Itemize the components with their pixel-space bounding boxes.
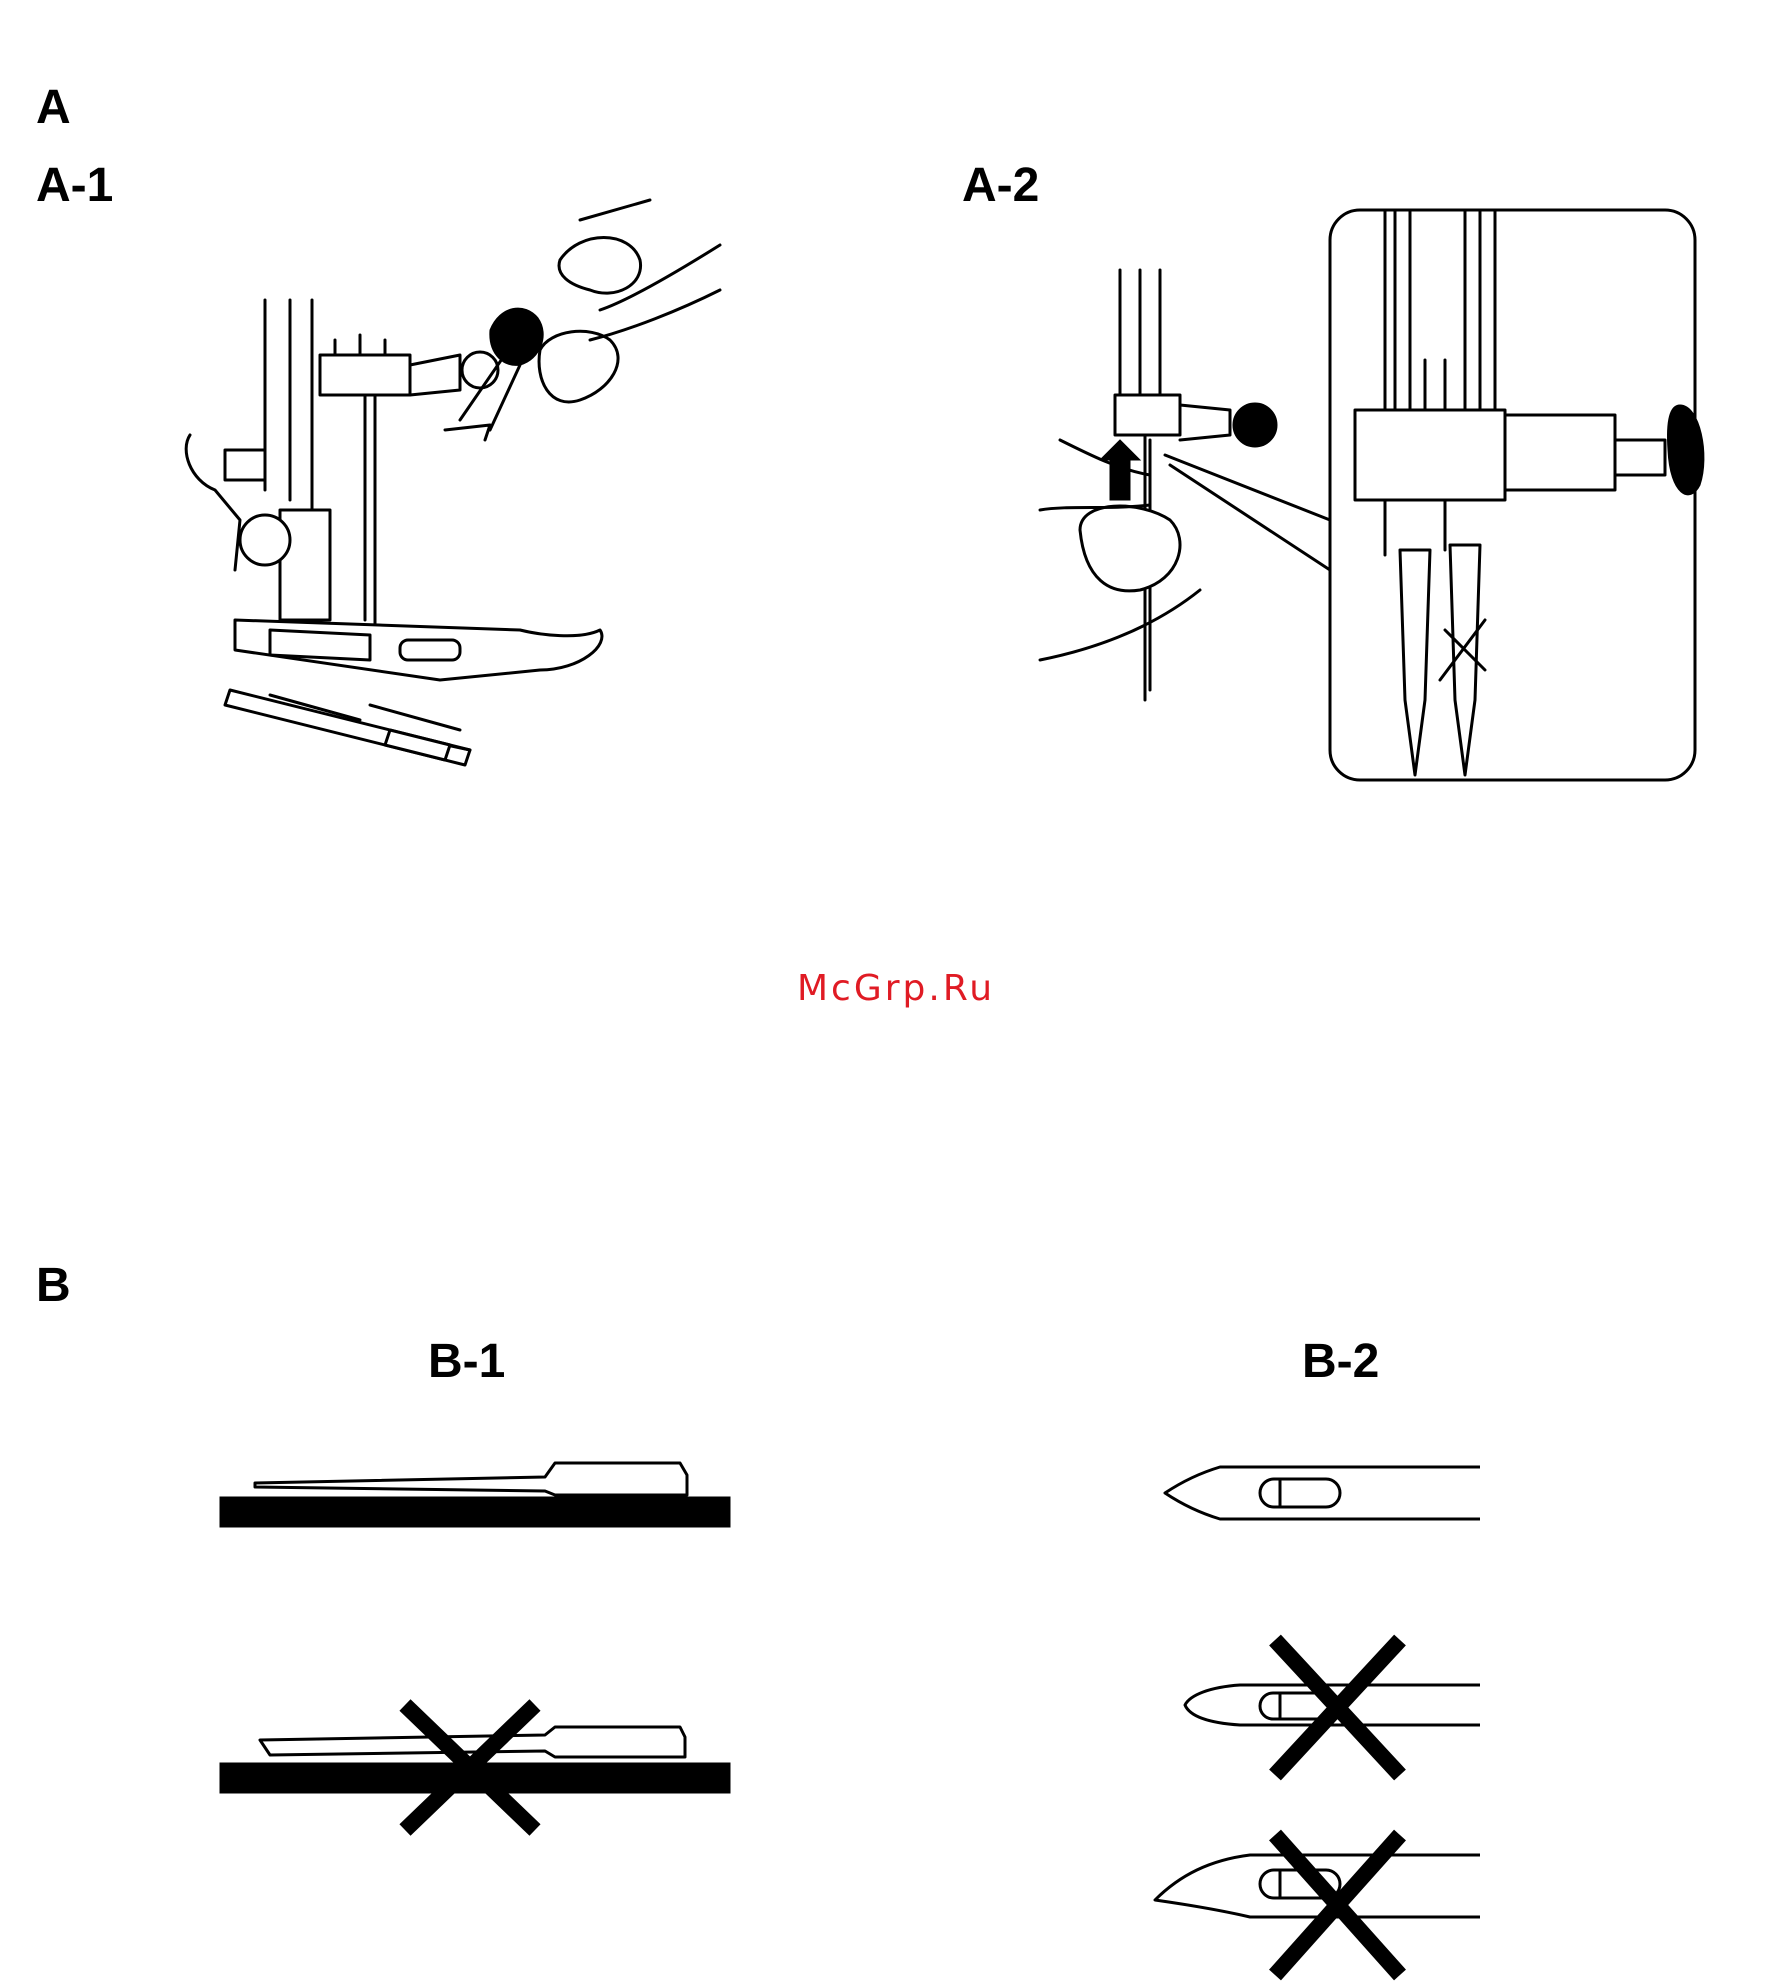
figure-a2-label: A-2 [962,162,1039,210]
needle-tip-blunt [1155,1835,1480,1975]
section-a-label: A [36,84,71,132]
section-b-label: B [36,1262,71,1310]
figure-b2-label: B-2 [1302,1338,1379,1386]
needle-correct-flat [220,1463,730,1527]
watermark-text: McGrp.Ru [0,968,1792,1009]
figure-b2-illustration [1140,1455,1480,1975]
needle-tip-bent [1185,1640,1480,1775]
figure-b1-label: B-1 [428,1338,505,1386]
needle-incorrect-flat [220,1705,730,1830]
figure-a1-label: A-1 [36,162,113,210]
figure-b1-illustration [215,1455,735,1835]
figure-a1-illustration [160,190,800,810]
needle-tip-correct [1165,1467,1480,1519]
figure-a2-illustration [1040,200,1720,790]
